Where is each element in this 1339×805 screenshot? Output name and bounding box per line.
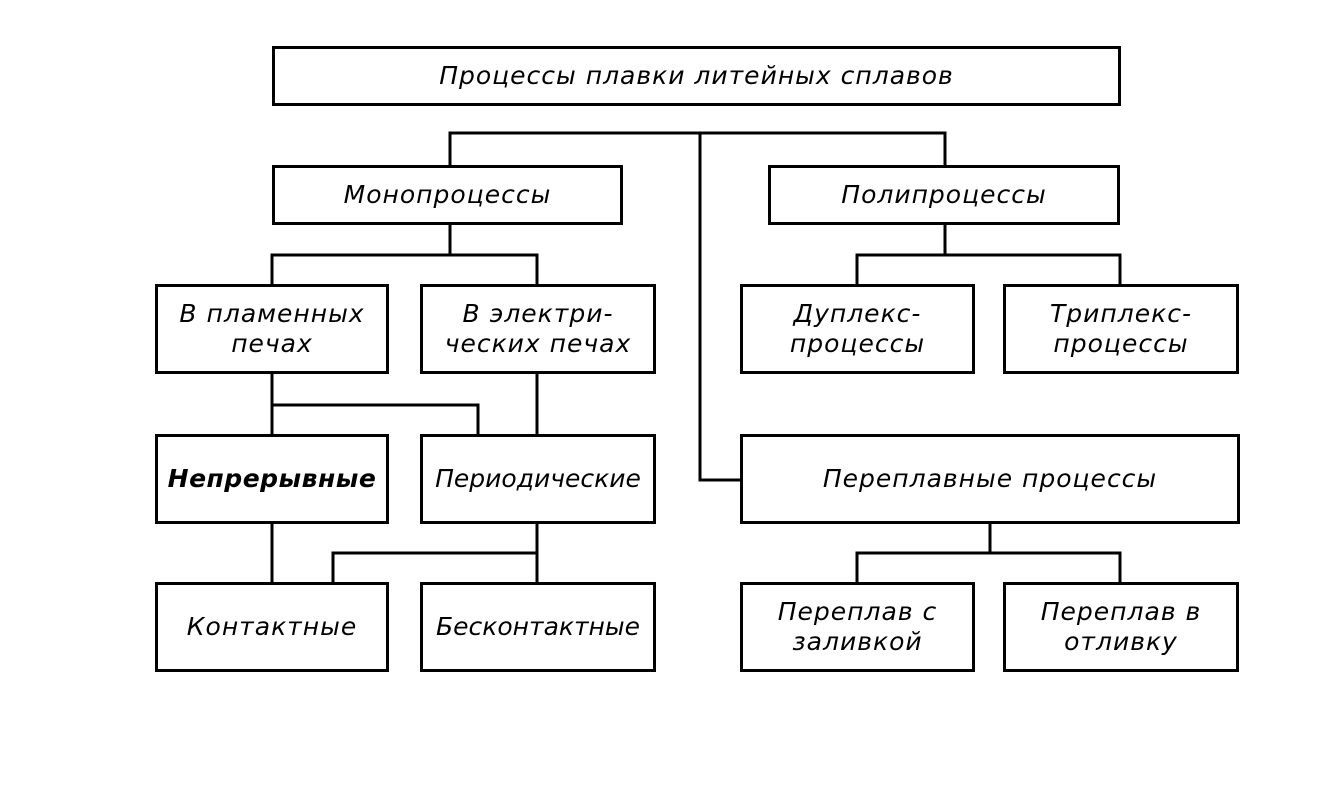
remelt-processes-box: Переплавные процессы [740,434,1240,524]
noncontact-box: Бесконтактные [420,582,656,672]
flame-furnaces-box: В пламенных печах [155,284,389,374]
connector-root-trunk [698,131,744,482]
connector-periodic-children [331,521,539,585]
polyprocesses-label: Полипроцессы [841,179,1047,209]
remelt-with-pouring-label: Переплав с заливкой [777,596,938,657]
root-label: Процессы плавки литейных сплавов [439,60,954,90]
periodic-label: Периодические [435,463,641,493]
connector-remelt-children [855,521,1122,585]
monoprocesses-label: Монопроцессы [343,179,552,209]
flame-furnaces-label: В пламенных печах [179,298,365,359]
root-box: Процессы плавки литейных сплавов [272,46,1121,106]
polyprocesses-box: Полипроцессы [768,165,1120,225]
connector-root-branches [448,131,947,167]
remelt-with-pouring-box: Переплав с заливкой [740,582,975,672]
periodic-box: Периодические [420,434,656,524]
connector-poly-children [855,222,1122,287]
contact-box: Контактные [155,582,389,672]
triplex-label: Триплекс- процессы [1050,298,1192,359]
continuous-label: Непрерывные [167,463,377,493]
remelt-into-casting-box: Переплав в отливку [1003,582,1239,672]
monoprocesses-box: Монопроцессы [272,165,623,225]
connector-flame-children [270,371,480,437]
duplex-box: Дуплекс- процессы [740,284,975,374]
remelt-processes-label: Переплавные процессы [822,463,1158,493]
noncontact-label: Бесконтактные [435,611,641,641]
continuous-box: Непрерывные [155,434,389,524]
contact-label: Контактные [186,611,358,641]
electric-furnaces-label: В электри- ческих печах [444,298,632,359]
connector-mono-children [270,222,539,287]
duplex-label: Дуплекс- процессы [789,298,926,359]
triplex-box: Триплекс- процессы [1003,284,1239,374]
remelt-into-casting-label: Переплав в отливку [1040,596,1202,657]
electric-furnaces-box: В электри- ческих печах [420,284,656,374]
